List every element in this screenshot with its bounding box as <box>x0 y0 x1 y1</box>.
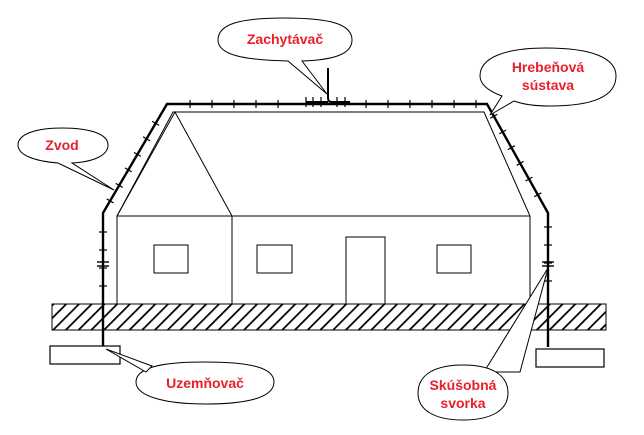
conductor-support-tick <box>516 160 524 166</box>
air-terminal <box>305 68 350 107</box>
conductor-support-tick <box>133 151 142 157</box>
conductor-support-tick <box>498 129 507 135</box>
callout-ridge-system: Hrebeňová sústava <box>479 47 617 116</box>
callout-earth-electrode: Uzemňovač <box>105 348 275 405</box>
conductor-support-tick <box>106 198 114 204</box>
house <box>116 110 531 305</box>
label-test-clamp-line1: Skúšobná <box>430 377 497 393</box>
callout-test-clamp: Skúšobná svorka <box>417 267 549 421</box>
callout-down-conductor: Zvod <box>17 127 115 191</box>
conductor-support-tick <box>151 120 160 126</box>
label-test-clamp-line2: svorka <box>440 395 485 411</box>
earth-electrode-right <box>535 348 605 368</box>
window-right <box>436 244 472 274</box>
conductor-support-tick <box>124 167 133 173</box>
conductor-support-tick <box>115 182 123 188</box>
conductor-support-tick <box>534 192 542 198</box>
window-left <box>153 244 189 274</box>
label-earth-electrode: Uzemňovač <box>166 375 244 391</box>
earth-electrode-left <box>49 345 121 365</box>
label-air-terminal: Zachytávač <box>247 31 323 47</box>
label-ridge-system-line2: sústava <box>522 77 574 93</box>
conductor-support-tick <box>490 113 498 119</box>
label-down-conductor: Zvod <box>45 137 78 153</box>
window-middle <box>256 244 293 274</box>
conductor-support-tick <box>525 176 533 182</box>
label-ridge-system-line1: Hrebeňová <box>512 59 585 75</box>
conductor-support-tick <box>507 145 516 151</box>
door <box>345 236 386 305</box>
callout-air-terminal: Zachytávač <box>217 17 353 95</box>
protection-conductor <box>97 100 554 347</box>
conductor-support-tick <box>142 136 151 142</box>
